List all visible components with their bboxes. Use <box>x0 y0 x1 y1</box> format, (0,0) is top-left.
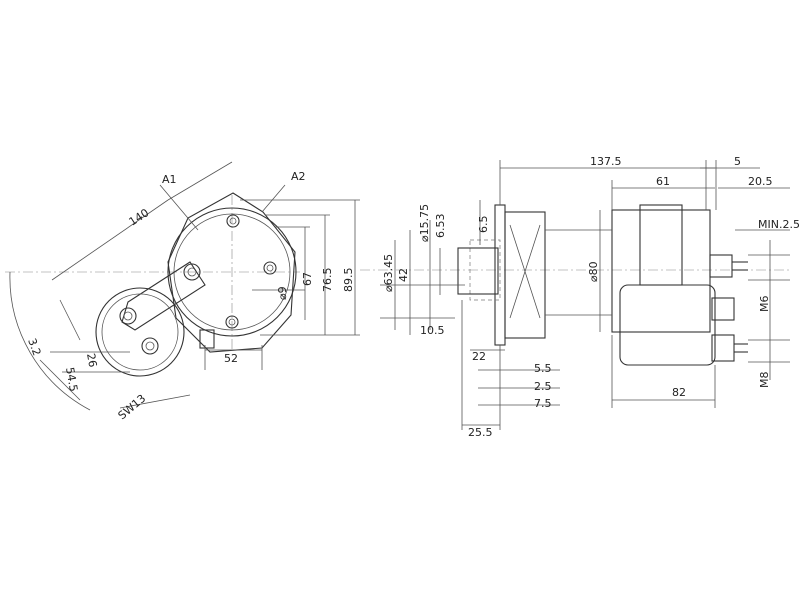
dim-6-5: 6.5 <box>477 216 490 234</box>
dim-5: 5 <box>734 155 741 168</box>
dim-dia9: ⌀9 <box>276 286 289 300</box>
dim-82: 82 <box>672 386 686 399</box>
dim-22: 22 <box>472 350 486 363</box>
dim-sw13: SW13 <box>116 392 149 422</box>
dim-dia15-75: ⌀15.75 <box>418 204 431 242</box>
dim-dia80: ⌀80 <box>587 261 600 282</box>
label-a1: A1 <box>162 173 177 186</box>
dim-5-5: 5.5 <box>534 362 552 375</box>
dim-140: 140 <box>127 206 152 228</box>
dim-min2-5: MIN.2.5 <box>758 218 800 231</box>
dim-67: 67 <box>301 272 314 286</box>
dim-76-5: 76.5 <box>321 268 334 293</box>
dim-dia63-45: ⌀63.45 <box>382 254 395 292</box>
dim-61: 61 <box>656 175 670 188</box>
terminal-housing <box>95 287 185 377</box>
dim-10-5: 10.5 <box>420 324 445 337</box>
dim-m8: M8 <box>758 372 771 389</box>
dim-42: 42 <box>397 268 410 282</box>
dim-52: 52 <box>224 352 238 365</box>
dim-137-5: 137.5 <box>590 155 622 168</box>
dim-20-5: 20.5 <box>748 175 773 188</box>
solenoid-cylinder <box>611 209 711 333</box>
dim-2-5: 2.5 <box>534 380 552 393</box>
solenoid-body-circle <box>167 207 297 337</box>
dim-7-5: 7.5 <box>534 397 552 410</box>
dim-89-5: 89.5 <box>342 268 355 293</box>
dim-25-5: 25.5 <box>468 426 493 439</box>
dim-6-53: 6.53 <box>434 214 447 239</box>
dim-26: 26 <box>84 352 99 368</box>
side-view <box>360 160 790 430</box>
dim-54-5: 54.5 <box>63 366 80 392</box>
dim-3-2: 3.2 <box>25 337 43 358</box>
label-a2: A2 <box>291 170 306 183</box>
lever-arm <box>121 261 206 331</box>
front-view <box>5 161 360 411</box>
dim-m6: M6 <box>758 296 771 313</box>
